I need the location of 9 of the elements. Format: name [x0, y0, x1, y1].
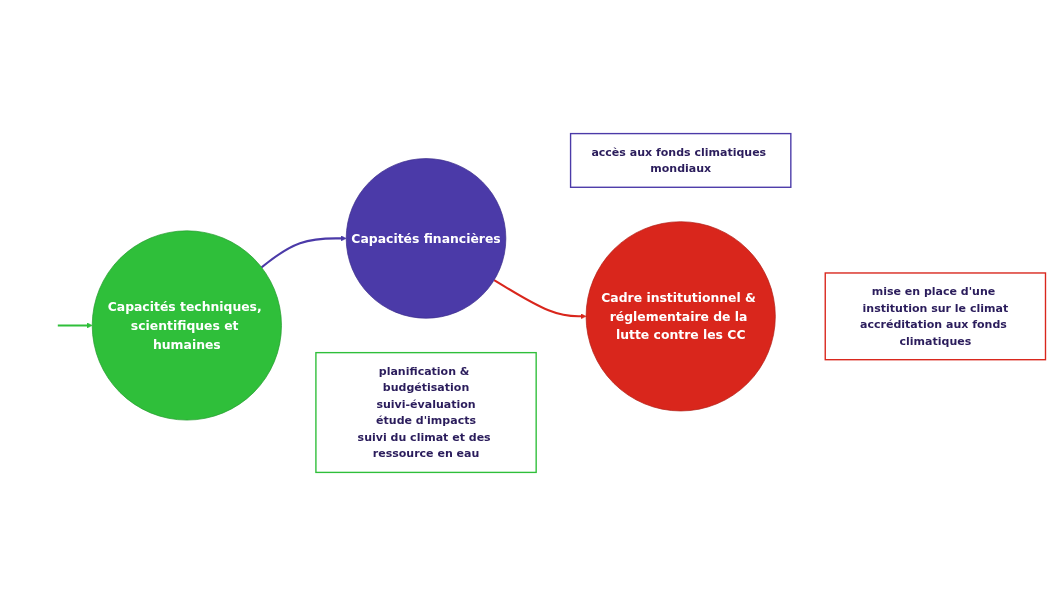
node-circle: Capacités financières	[345, 158, 506, 319]
node-circle: Cadre institutionnel & réglementaire de la lutte contre les CC	[585, 221, 776, 412]
node-box: mise en place d'une institution sur le climat accréditation aux fonds climatiques	[824, 272, 1046, 361]
node-box: accès aux fonds climatiques mondiaux	[569, 132, 792, 188]
arrow	[493, 279, 586, 320]
node-box: planification & budgétisation suivi-évaluation étude d'impacts suivi du climat et des ressource en eau	[314, 351, 537, 474]
arrow	[57, 322, 92, 329]
arrow	[260, 235, 346, 269]
node-circle: Capacités techniques, scientifiques et humaines	[91, 230, 282, 421]
